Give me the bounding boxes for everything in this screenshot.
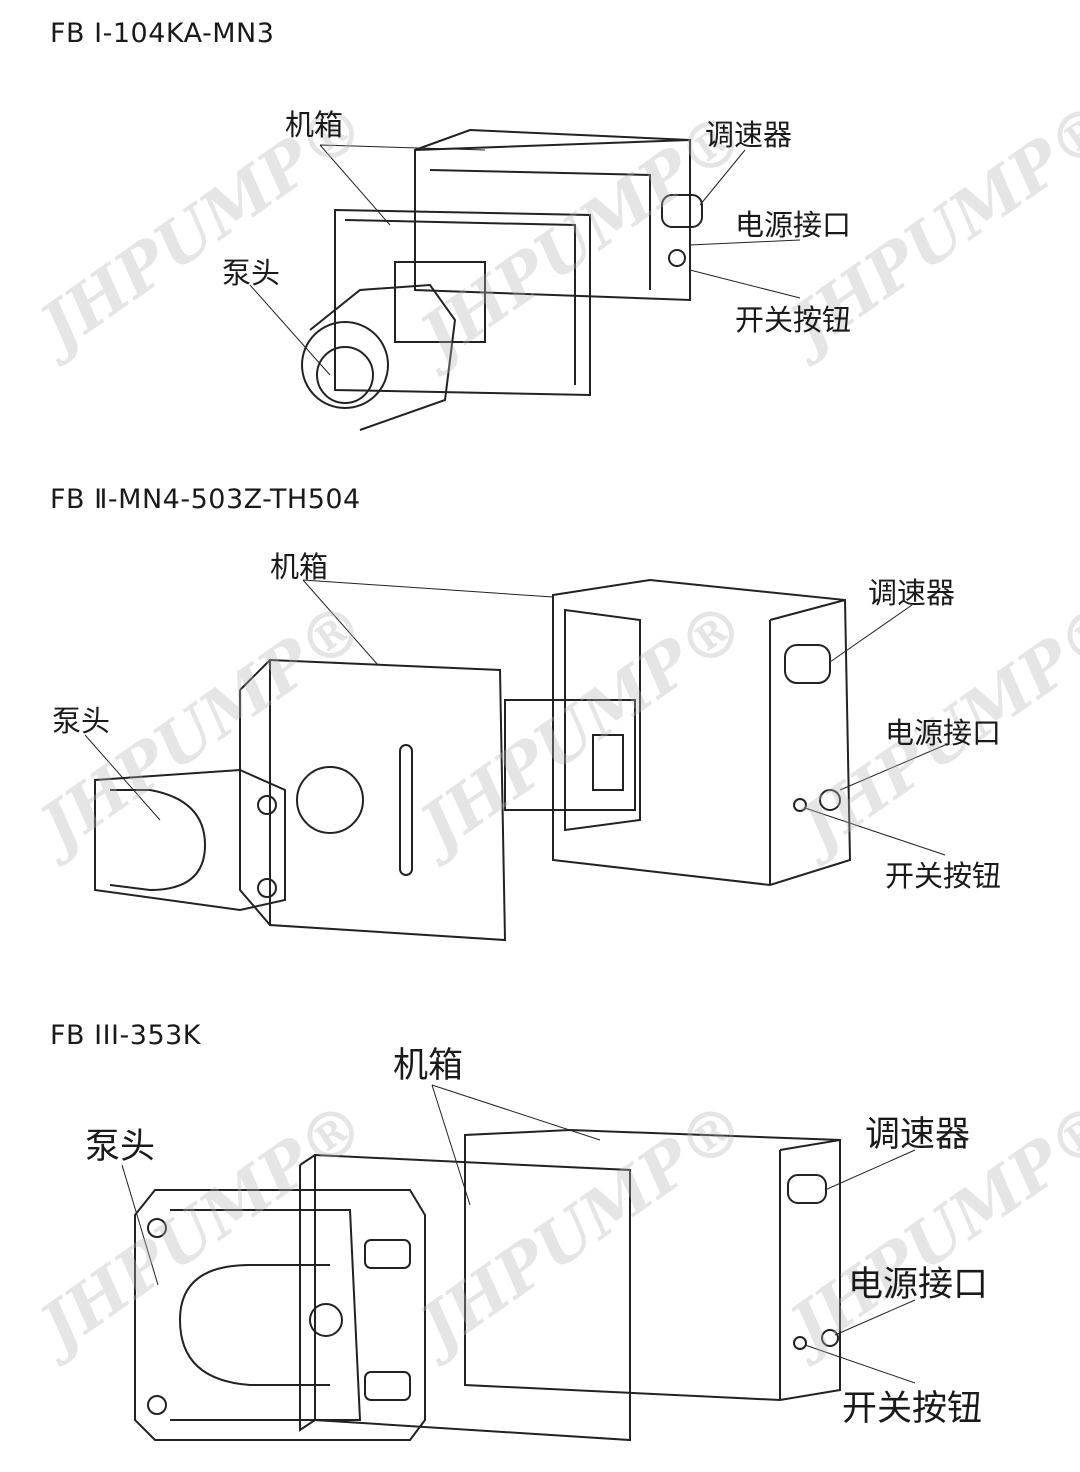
label-pump-head: 泵头 [222, 256, 281, 290]
model-title-fb3: FB III-353K [50, 1020, 202, 1051]
label-speed-controller: 调速器 [868, 576, 956, 610]
label-power-port: 电源接口 [848, 1265, 989, 1305]
fb1-drawing [249, 128, 801, 431]
label-power-port: 电源接口 [735, 208, 852, 242]
label-case: 机箱 [270, 550, 329, 584]
model-title-fb2: FB Ⅱ-MN4-503Z-TH504 [50, 484, 361, 515]
label-case: 机箱 [285, 108, 344, 142]
label-switch-button: 开关按钮 [735, 303, 852, 337]
label-power-port: 电源接口 [885, 716, 1002, 750]
label-speed-controller: 调速器 [865, 1115, 971, 1155]
label-speed-controller: 调速器 [705, 118, 793, 152]
fb3-drawing [121, 1084, 916, 1442]
label-case: 机箱 [393, 1046, 464, 1086]
label-switch-button: 开关按钮 [842, 1389, 983, 1429]
fb2-drawing [84, 578, 946, 942]
label-pump-head: 泵头 [52, 704, 111, 738]
label-switch-button: 开关按钮 [885, 859, 1002, 893]
label-pump-head: 泵头 [85, 1127, 156, 1167]
model-title-fb1: FB Ⅰ-104KA-MN3 [50, 18, 275, 49]
